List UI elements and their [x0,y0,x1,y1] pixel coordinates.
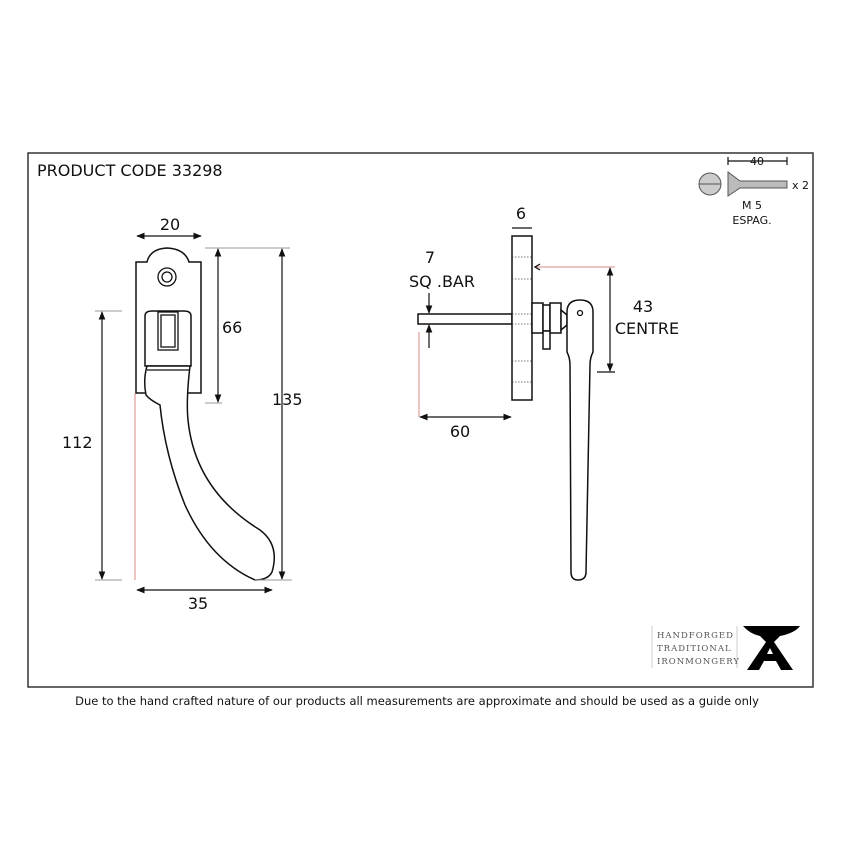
screw-size: M 5 [742,199,762,212]
drawing-frame [27,152,814,688]
screw-type: ESPAG. [732,214,771,227]
logo-line1: HANDFORGED [657,631,734,641]
disclaimer: Due to the hand crafted nature of our pr… [75,694,759,708]
label-bar-length: 60 [450,422,470,441]
product-code: PRODUCT CODE 33298 [37,161,223,180]
screw-length: 40 [750,155,764,168]
side-view-handle [417,235,594,581]
brand-logo: HANDFORGED TRADITIONAL IRONMONGERY [651,626,800,670]
label-bar-size: 7 [425,248,435,267]
logo-line3: IRONMONGERY [657,657,740,667]
label-centre: CENTRE [615,319,679,338]
label-bar: SQ .BAR [409,272,475,291]
screw-quantity: x 2 [792,179,809,192]
label-plate-thickness: 6 [516,204,526,223]
anvil-icon [743,626,800,670]
screw-icon [698,157,788,197]
label-backplate-height: 66 [222,318,242,337]
front-view-handle [135,247,275,581]
logo-line2: TRADITIONAL [657,644,732,654]
label-projection: 35 [188,594,208,613]
label-handle-height: 112 [62,433,93,452]
label-centre-value: 43 [633,297,653,316]
label-total-height: 135 [272,390,303,409]
label-width: 20 [160,215,180,234]
